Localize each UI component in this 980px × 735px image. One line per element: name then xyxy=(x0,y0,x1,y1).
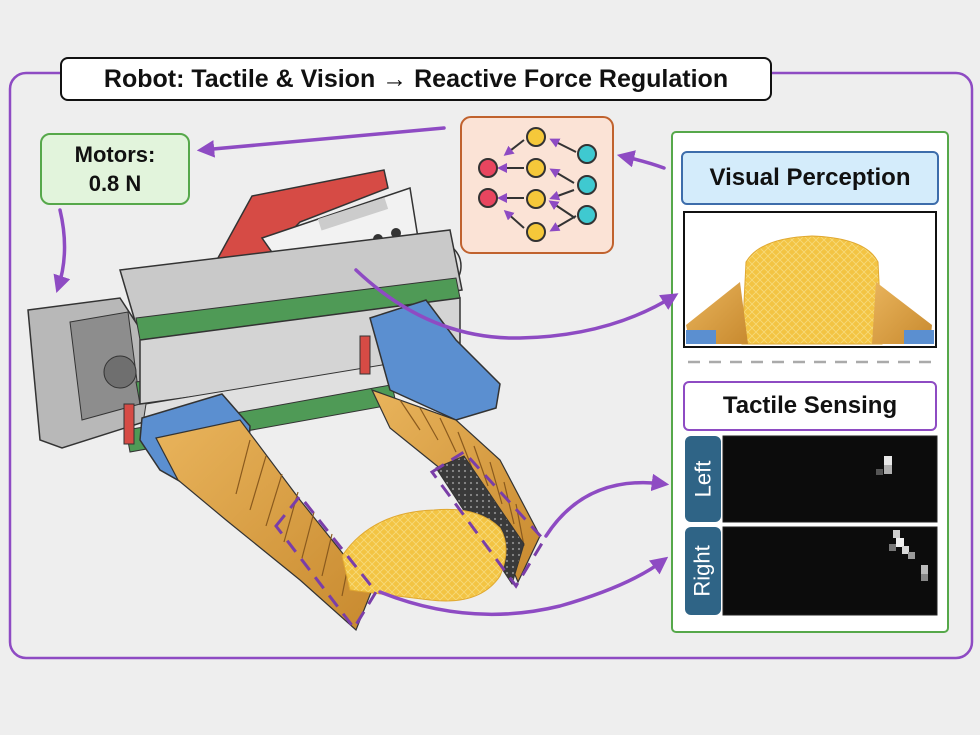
tactile-right-label: Right xyxy=(690,545,716,597)
tactile-left-tab: Left xyxy=(685,436,721,522)
arrow-network-to-motors xyxy=(196,126,446,158)
arrow-panel-to-network xyxy=(616,150,666,170)
visual-perception-image xyxy=(683,211,937,348)
arrow-right-pad-to-left-tactile xyxy=(544,473,670,538)
visual-perception-label: Visual Perception xyxy=(681,151,939,205)
motors-value: 0.8 N xyxy=(88,171,142,196)
tactile-right-image xyxy=(722,526,938,616)
arrow-camera-to-visual xyxy=(354,268,679,340)
arrow-motors-to-gripper xyxy=(53,208,71,293)
right-contact-region xyxy=(429,450,546,589)
motors-label: Motors: xyxy=(74,142,156,167)
motors-box: Motors: 0.8 N xyxy=(40,133,190,205)
tactile-right-tab: Right xyxy=(685,527,721,615)
tactile-sensing-label: Tactile Sensing xyxy=(683,381,937,431)
left-contact-region xyxy=(274,493,378,631)
arrow-left-pad-to-right-tactile xyxy=(378,556,669,617)
potato-chip-object xyxy=(341,508,507,602)
neural-network-icon xyxy=(460,116,614,254)
tactile-left-label: Left xyxy=(690,460,716,498)
tactile-left-image xyxy=(722,435,938,523)
robot-gripper-illustration xyxy=(27,169,546,632)
page-title: Robot: Tactile & Vision → Reactive Force… xyxy=(60,57,772,101)
